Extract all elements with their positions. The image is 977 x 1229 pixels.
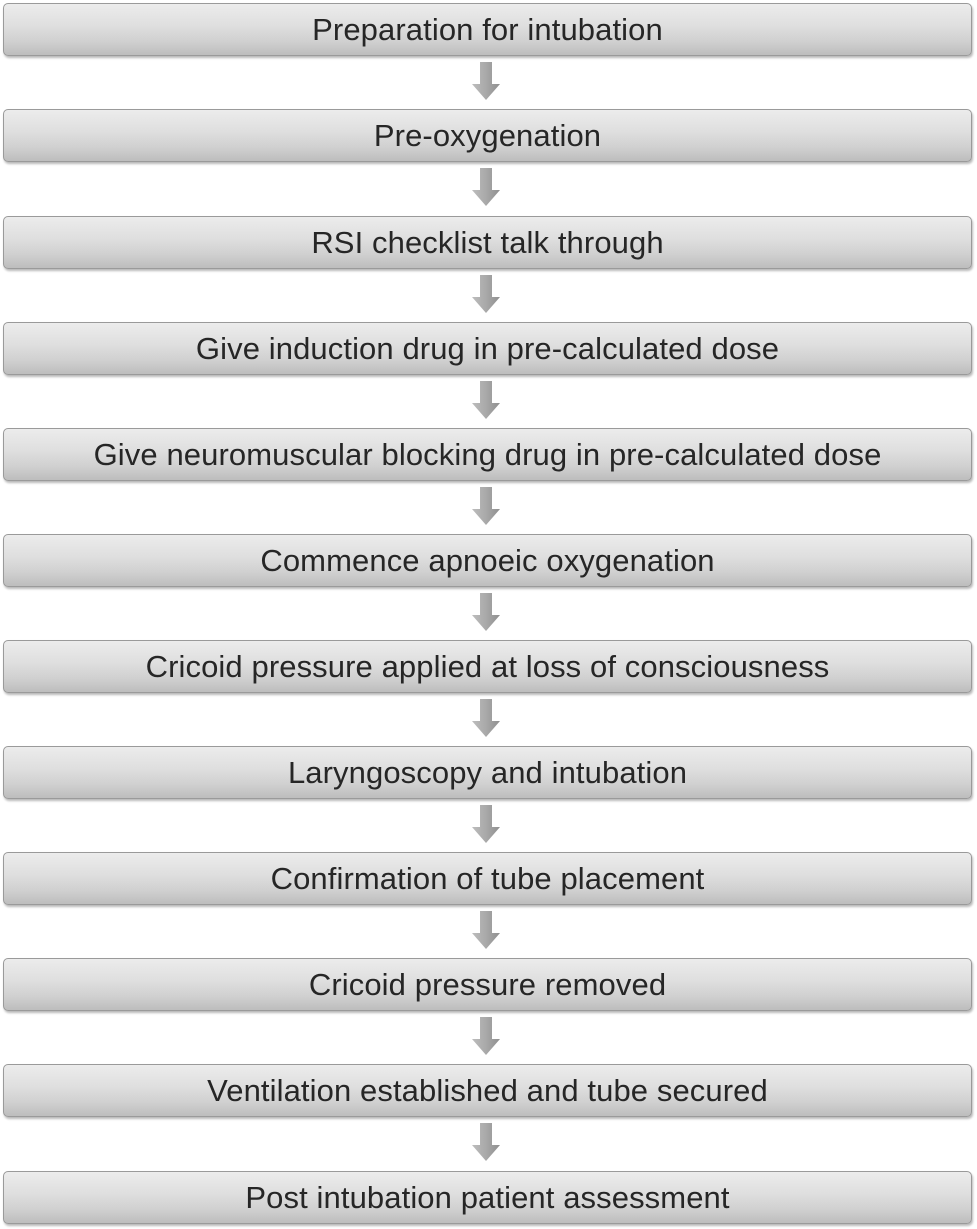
step-box-8: Laryngoscopy and intubation [3,746,972,799]
step-label: Give neuromuscular blocking drug in pre-… [93,436,882,472]
down-arrow-icon [472,699,500,737]
step-label: Cricoid pressure applied at loss of cons… [145,648,830,684]
step-label: Confirmation of tube placement [270,860,705,896]
step-label: Ventilation established and tube secured [207,1072,768,1108]
step-box-1: Preparation for intubation [3,3,972,56]
step-box-6: Commence apnoeic oxygenation [3,534,972,587]
step-box-11: Ventilation established and tube secured [3,1064,972,1117]
step-label: Give induction drug in pre-calculated do… [195,330,780,366]
step-box-10: Cricoid pressure removed [3,958,972,1011]
step-box-12: Post intubation patient assessment [3,1171,972,1224]
step-box-4: Give induction drug in pre-calculated do… [3,322,972,375]
down-arrow-icon [472,381,500,419]
down-arrow-icon [472,805,500,843]
down-arrow-icon [472,62,500,100]
step-label: Laryngoscopy and intubation [287,754,688,790]
step-box-5: Give neuromuscular blocking drug in pre-… [3,428,972,481]
down-arrow-icon [472,168,500,206]
down-arrow-icon [472,911,500,949]
step-box-3: RSI checklist talk through [3,216,972,269]
step-label: Cricoid pressure removed [308,966,667,1002]
down-arrow-icon [472,487,500,525]
down-arrow-icon [472,1017,500,1055]
step-label: Preparation for intubation [312,11,663,47]
step-label: Pre-oxygenation [373,117,602,153]
down-arrow-icon [472,275,500,313]
step-box-7: Cricoid pressure applied at loss of cons… [3,640,972,693]
step-label: Commence apnoeic oxygenation [260,542,715,578]
down-arrow-icon [472,1123,500,1161]
step-label: Post intubation patient assessment [245,1179,730,1215]
down-arrow-icon [472,593,500,631]
step-box-9: Confirmation of tube placement [3,852,972,905]
step-label: RSI checklist talk through [311,224,664,260]
step-box-2: Pre-oxygenation [3,109,972,162]
